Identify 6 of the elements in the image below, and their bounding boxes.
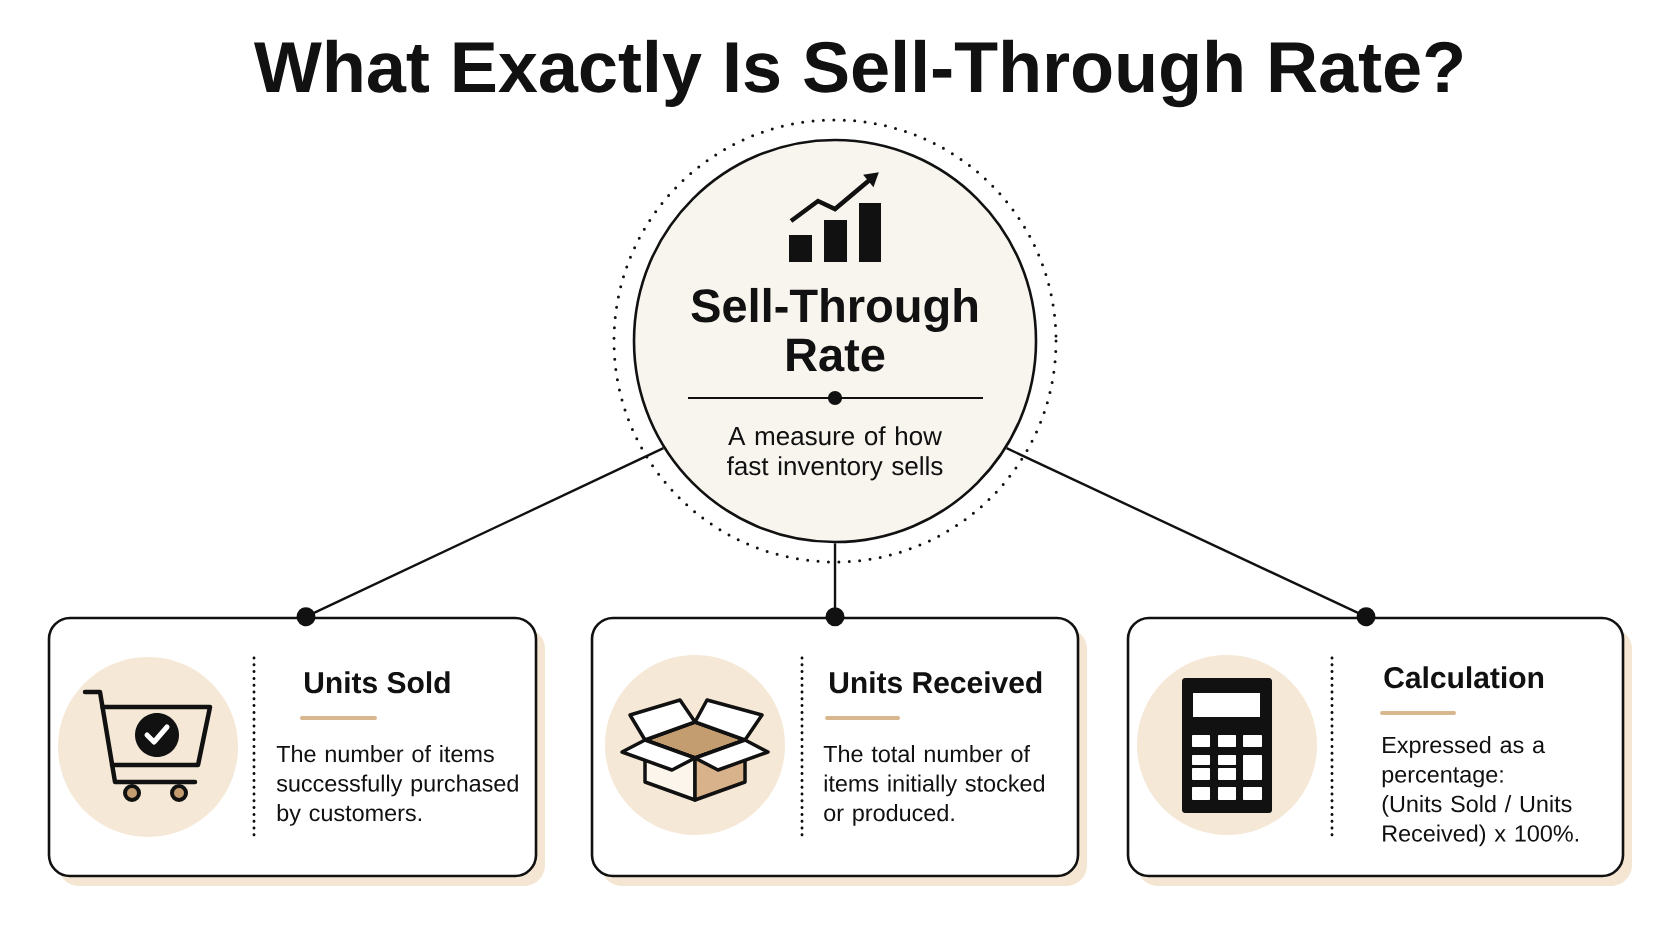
connector-line <box>825 543 845 627</box>
connector-line <box>296 447 664 627</box>
title: What Exactly Is Sell-Through Rate? <box>254 39 1462 108</box>
badge-title: Sell-Through Rate <box>691 287 978 372</box>
badge-description: A measure of how fast inventory sells <box>727 426 943 481</box>
connector-line <box>1006 447 1376 627</box>
